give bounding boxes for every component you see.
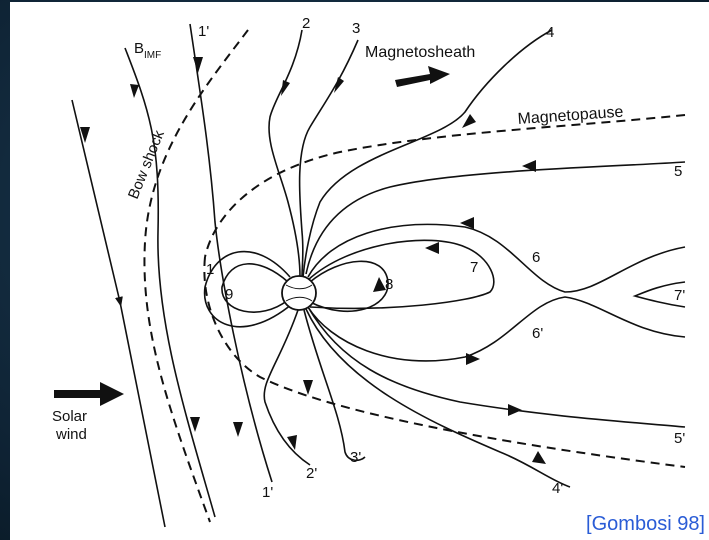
magnetosheath-arrow xyxy=(395,66,450,87)
solar-wind-label-2: wind xyxy=(55,426,87,443)
magnetosheath-label: Magnetosheath xyxy=(365,44,475,61)
line-label-5: 5 xyxy=(674,163,682,180)
line-label-2prime: 2' xyxy=(306,465,317,482)
field-line-4prime xyxy=(306,309,570,487)
line-label-3: 3 xyxy=(352,20,360,37)
imf-line-bimf xyxy=(125,48,215,517)
magnetosphere-figure: BIMF Bow shock Magnetosheath Magnetopaus… xyxy=(10,2,709,540)
solar-wind-label-1: Solar xyxy=(52,408,87,425)
field-line-6prime xyxy=(308,297,685,361)
line-label-7prime: 7' xyxy=(674,287,685,304)
earth xyxy=(282,276,316,310)
line-label-4: 4 xyxy=(546,24,554,41)
line-label-3prime: 3' xyxy=(350,449,361,466)
line-label-1prime-bottom: 1' xyxy=(262,484,273,501)
line-label-1prime-top: 1' xyxy=(198,23,209,40)
field-line-2prime xyxy=(264,310,310,465)
solar-wind-arrow xyxy=(54,382,124,406)
line-label-7: 7 xyxy=(470,259,478,276)
line-label-1: 1 xyxy=(206,261,214,278)
field-line-7 xyxy=(308,240,494,308)
field-line-2 xyxy=(269,30,302,277)
magnetosphere-diagram: BIMF Bow shock Magnetosheath Magnetopaus… xyxy=(10,2,709,540)
line-label-6prime: 6' xyxy=(532,325,543,342)
field-line-1 xyxy=(205,252,292,327)
line-label-8: 8 xyxy=(385,276,393,293)
line-label-2: 2 xyxy=(302,15,310,32)
field-line-3prime xyxy=(304,310,365,460)
bow-shock-label: Bow shock xyxy=(125,127,168,201)
field-line-5 xyxy=(306,162,685,274)
line-label-6: 6 xyxy=(532,249,540,266)
magnetopause-upper xyxy=(205,115,685,257)
field-line-6 xyxy=(308,224,685,292)
field-line-5prime xyxy=(308,307,685,427)
magnetopause-label: Magnetopause xyxy=(517,104,624,128)
line-label-4prime: 4' xyxy=(552,480,563,497)
line-label-9: 9 xyxy=(225,286,233,303)
citation-text: [Gombosi 98] xyxy=(584,513,707,536)
bimf-label: BIMF xyxy=(134,40,161,61)
line-label-5prime: 5' xyxy=(674,430,685,447)
